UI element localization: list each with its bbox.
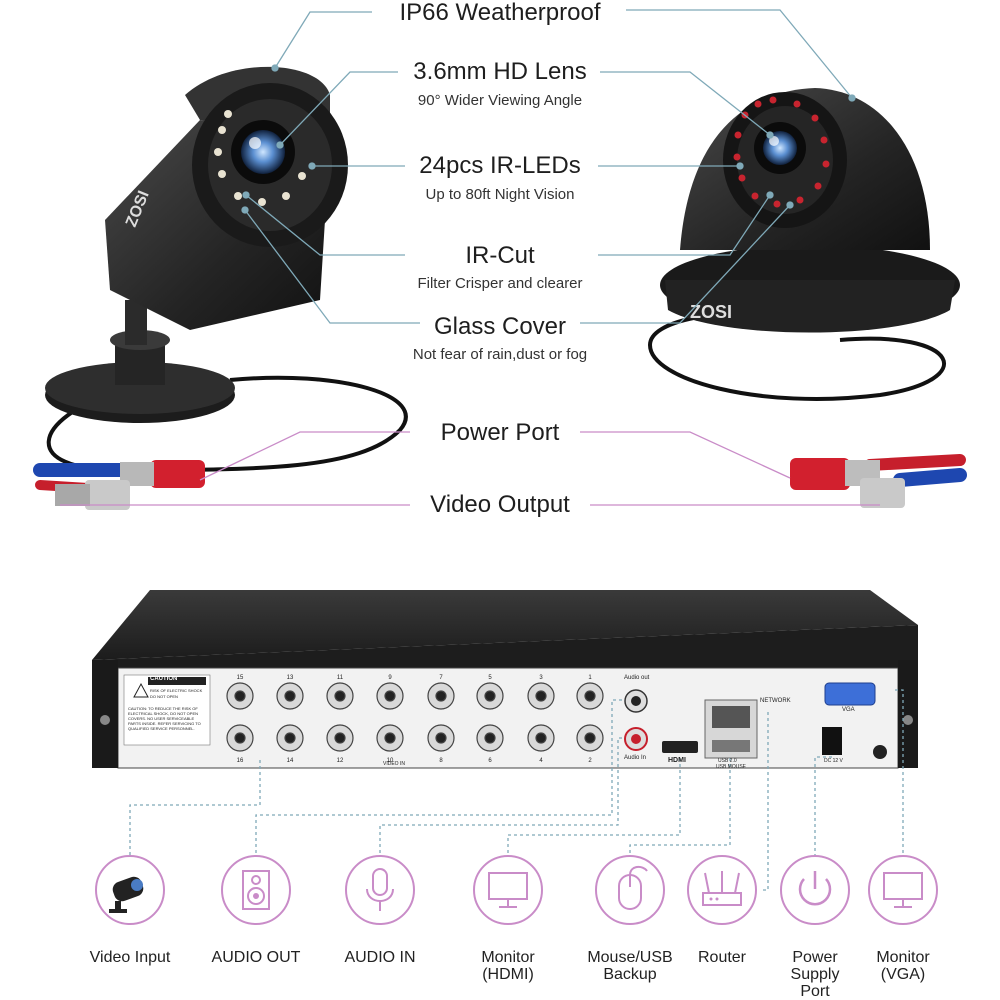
port-label: Router: [697, 949, 747, 966]
port-icon-circle: [221, 855, 291, 925]
bnc-number-top: 5: [488, 675, 492, 681]
caution-title: CAUTION: [150, 676, 178, 682]
feature-title-glass-cover: Glass Cover: [433, 313, 567, 340]
port-label: Video Input: [89, 949, 171, 966]
monitor-icon: [475, 857, 541, 923]
bnc-number-top: 13: [286, 675, 294, 681]
bnc-number-top: 1: [588, 675, 592, 681]
port-icon-circle: [780, 855, 850, 925]
port-icon-circle: [345, 855, 415, 925]
video-output-label: Video Output: [430, 491, 570, 518]
bnc-connector-pin: [435, 732, 447, 744]
dvr-recorder: [92, 590, 918, 769]
bnc-connector-pin: [584, 690, 596, 702]
bnc-number-bottom: 2: [588, 758, 592, 764]
vga-label: VGA: [842, 707, 855, 713]
bnc-connector-pin: [384, 690, 396, 702]
bnc-connector-pin: [384, 732, 396, 744]
bnc-connector-pin: [484, 690, 496, 702]
bnc-grid: [226, 682, 604, 752]
bnc-connector-pin: [334, 732, 346, 744]
router-icon: [689, 857, 755, 923]
bnc-number-bottom: 4: [539, 758, 543, 764]
port-icon-circle: [595, 855, 665, 925]
feature-title-lens: 3.6mm HD Lens: [413, 58, 587, 85]
bnc-connector-pin: [484, 732, 496, 744]
bnc-number-bottom: 12: [336, 758, 344, 764]
caution-line2: DO NOT OPEN: [150, 694, 178, 699]
port-label: AUDIO IN: [344, 949, 416, 966]
bnc-number-bottom: 14: [286, 758, 294, 764]
audio-in-label: Audio In: [624, 755, 647, 761]
bnc-number-bottom: 10: [386, 758, 394, 764]
port-leader-lines: [129, 689, 904, 891]
network-label: NETWORK: [760, 698, 791, 704]
bnc-connector-pin: [334, 690, 346, 702]
bnc-connector-pin: [535, 732, 547, 744]
bnc-connector-pin: [234, 690, 246, 702]
dc-label: DC 12 V: [824, 758, 843, 764]
usb-mouse-label: USB MOUSE: [716, 764, 747, 770]
port-label: AUDIO OUT: [211, 949, 301, 966]
mouse-icon: [597, 857, 663, 923]
feature-subtitle-ir-leds: Up to 80ft Night Vision: [425, 186, 575, 203]
microphone-icon: [347, 857, 413, 923]
bnc-connector-pin: [435, 690, 447, 702]
bnc-connector-pin: [284, 690, 296, 702]
bnc-connector-pin: [584, 732, 596, 744]
bnc-number-bottom: 8: [439, 758, 443, 764]
bnc-connector-pin: [284, 732, 296, 744]
caution-text: CAUTION: TO REDUCE THE RISK OF ELECTRICA…: [128, 706, 201, 731]
port-icon-circle: [868, 855, 938, 925]
video-in-label: VIDEO IN: [383, 761, 405, 767]
bnc-number-bottom: 16: [236, 758, 244, 764]
bnc-number-top: 15: [236, 675, 244, 681]
audio-out-label: Audio out: [624, 675, 650, 681]
bnc-number-bottom: 6: [488, 758, 492, 764]
caution-line1: RISK OF ELECTRIC SHOCK: [150, 688, 203, 693]
hdmi-label: HDMI: [668, 757, 686, 764]
bullet-camera: ZOSI: [33, 66, 408, 510]
port-label: Monitor(VGA): [876, 949, 930, 983]
feature-subtitle-glass-cover: Not fear of rain,dust or fog: [412, 346, 588, 363]
port-icon-circle: [95, 855, 165, 925]
dome-connectors: [790, 454, 967, 508]
bnc-number-top: 9: [388, 675, 392, 681]
dome-camera: ZOSI: [647, 88, 967, 508]
power-icon: [782, 857, 848, 923]
power-port-label: Power Port: [440, 419, 560, 446]
bnc-number-top: 7: [439, 675, 443, 681]
feature-subtitle-ir-cut: Filter Crisper and clearer: [417, 275, 583, 292]
bnc-number-top: 3: [539, 675, 543, 681]
speaker-icon: [223, 857, 289, 923]
bnc-number-top: 11: [336, 675, 344, 681]
camera-icon: [97, 857, 163, 923]
bnc-connector-pin: [535, 690, 547, 702]
port-icon-circle: [687, 855, 757, 925]
monitor-icon: [870, 857, 936, 923]
bnc-connector-pin: [234, 732, 246, 744]
bullet-connectors: [33, 460, 205, 510]
brand-logo: ZOSI: [690, 302, 732, 322]
feature-title-ir-leds: 24pcs IR-LEDs: [419, 152, 581, 179]
feature-leader-lines: [241, 9, 856, 324]
feature-title-weatherproof: IP66 Weatherproof: [399, 0, 601, 26]
port-label: Monitor(HDMI): [481, 949, 535, 983]
feature-subtitle-lens: 90° Wider Viewing Angle: [417, 92, 583, 109]
port-icon-circle: [473, 855, 543, 925]
feature-title-ir-cut: IR-Cut: [465, 242, 535, 269]
usb-label: USB 2.0: [718, 758, 737, 764]
cable-leader-lines: [60, 431, 880, 506]
